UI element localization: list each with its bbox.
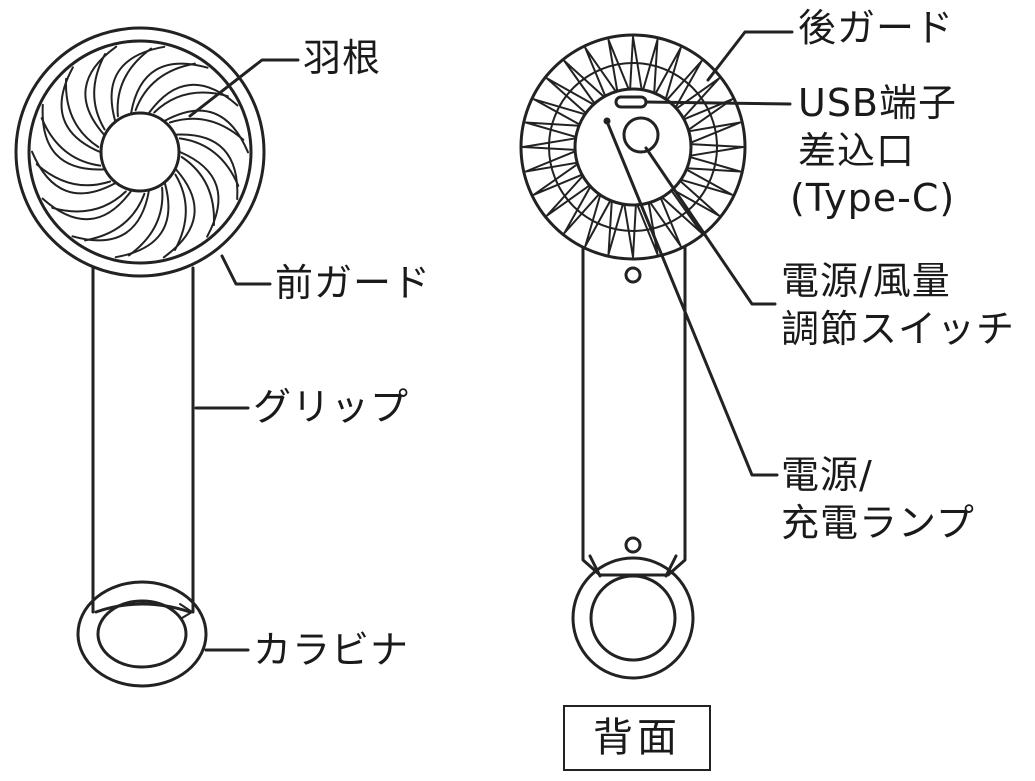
label-usb-port-1: USB端子 — [798, 81, 958, 125]
fan-blade-edge — [178, 137, 240, 187]
back-view — [519, 33, 747, 680]
back-handle-outline — [581, 234, 687, 577]
fan-blade-edge — [127, 186, 164, 257]
fan-blade — [41, 103, 105, 171]
guard-rib — [642, 38, 659, 94]
back-fan-guard — [519, 33, 747, 261]
guard-rib — [584, 46, 617, 98]
fan-blade — [179, 151, 220, 238]
fan-blade — [175, 133, 239, 201]
front-view — [14, 26, 266, 688]
guard-rib — [546, 175, 591, 217]
guard-rib — [675, 77, 720, 119]
guard-rib — [629, 36, 643, 91]
fan-blade-edge — [35, 163, 112, 187]
fan-blade-edge — [40, 117, 102, 167]
label-switch-1: 電源/風量 — [781, 259, 951, 303]
label-front-guard: 前ガード — [275, 261, 432, 305]
fan-blade — [71, 190, 150, 242]
guard-rib — [522, 137, 577, 151]
label-blade: 羽根 — [303, 36, 382, 80]
label-usb-port-3: (Type-C) — [790, 176, 956, 220]
fan-blade-edge — [93, 53, 107, 131]
fan-blade-edge — [173, 173, 187, 251]
fan-blade — [162, 168, 196, 259]
back-view-caption: 背面 — [563, 705, 711, 771]
guard-rib — [636, 201, 659, 256]
fan-blade-edge — [180, 156, 215, 227]
label-lamp-2: 充電ランプ — [781, 501, 975, 545]
fan-blade-edge — [134, 62, 196, 112]
fan-blade — [147, 83, 239, 114]
fan-blade — [31, 150, 117, 195]
back-carabiner — [571, 554, 695, 680]
guard-rib — [532, 98, 587, 126]
guard-rib — [563, 185, 601, 234]
front-carabiner — [76, 580, 208, 688]
guard-rib — [649, 196, 682, 248]
label-lamp-1: 電源/ — [781, 453, 873, 497]
guard-rib — [654, 46, 682, 101]
fan-blade-edge — [116, 47, 153, 118]
fan-blade — [41, 190, 133, 221]
guard-rib — [546, 77, 595, 115]
guard-rib — [686, 156, 742, 173]
fan-blade — [114, 182, 170, 259]
fan-blade — [130, 62, 209, 114]
label-usb-port-2: 差込口 — [798, 129, 916, 173]
guard-rib — [607, 38, 630, 93]
front-fan-head — [14, 26, 266, 278]
fan-blade — [110, 45, 166, 122]
guard-rib — [671, 179, 720, 217]
fan-blade-edge — [84, 192, 146, 242]
label-rear-guard: 後ガード — [798, 6, 955, 50]
leader-lines — [188, 30, 794, 652]
fan-blade-edge — [51, 190, 127, 213]
fan-blade-edge — [168, 117, 245, 141]
guard-rib — [607, 200, 624, 256]
guard-rib — [563, 60, 605, 105]
guard-rib — [623, 203, 637, 258]
front-grip-outline — [91, 266, 195, 614]
fan-blade-edge — [65, 77, 100, 148]
guard-rib — [665, 60, 703, 109]
guard-rib — [679, 168, 734, 196]
label-carabiner: カラビナ — [253, 628, 410, 672]
guard-rib — [661, 189, 703, 234]
fan-blade — [163, 109, 249, 154]
guard-rib — [682, 98, 734, 131]
label-switch-2: 調節スイッチ — [781, 307, 1016, 351]
fan-blade — [60, 66, 101, 153]
guard-rib — [524, 121, 580, 138]
guard-rib — [532, 163, 584, 196]
guard-rib — [689, 143, 744, 157]
guard-rib — [584, 193, 612, 248]
fan-blade — [84, 45, 118, 136]
label-grip: グリップ — [253, 385, 410, 429]
guard-rib — [524, 150, 579, 173]
guard-rib — [687, 121, 742, 144]
guard-ring — [548, 62, 718, 232]
